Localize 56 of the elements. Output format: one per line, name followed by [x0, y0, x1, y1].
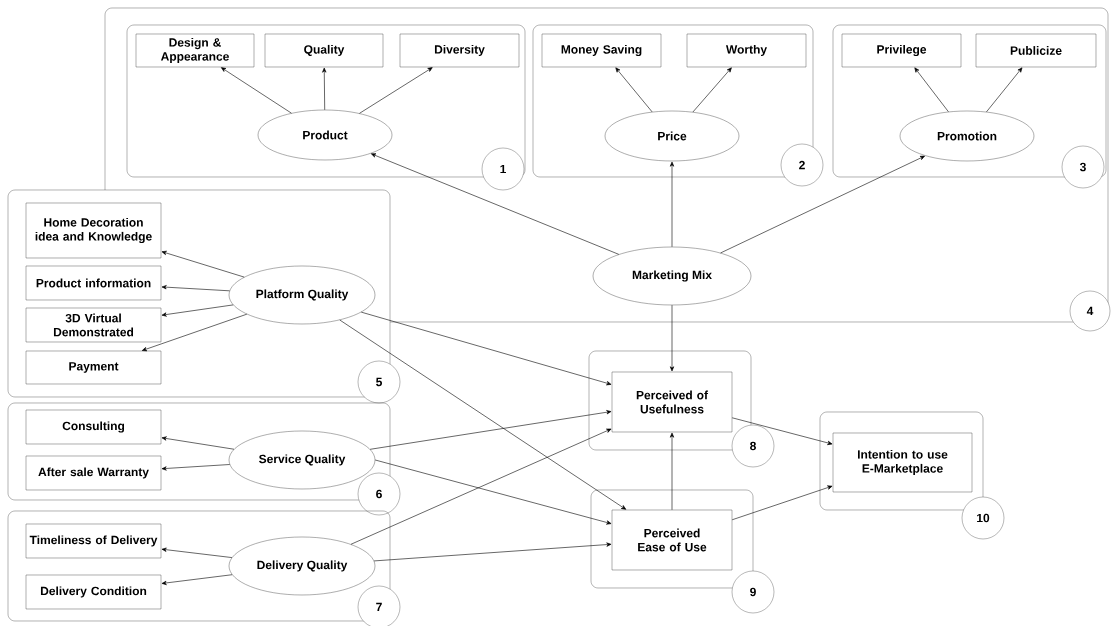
- arrow: [161, 547, 233, 558]
- group-frame: [588, 350, 752, 451]
- item-box: Product information: [25, 265, 162, 301]
- item-box: Privilege: [841, 33, 962, 68]
- item-box: Perceived Ease of Use: [611, 509, 733, 571]
- arrow: [731, 417, 833, 445]
- group-frame: [532, 24, 814, 178]
- item-box: Perceived of Usefulness: [611, 371, 733, 433]
- group-frame: [126, 24, 526, 178]
- arrow: [669, 304, 675, 372]
- arrow: [369, 410, 612, 450]
- arrow: [373, 542, 612, 562]
- arrow: [141, 313, 248, 352]
- arrow: [161, 464, 230, 471]
- item-box: Money Saving: [541, 33, 662, 68]
- item-box: Payment: [25, 350, 162, 385]
- arrow: [161, 436, 235, 450]
- group-frame: [7, 510, 391, 622]
- arrow: [350, 428, 612, 545]
- arrow: [322, 67, 327, 111]
- group-frame: [590, 489, 754, 589]
- arrow: [360, 311, 612, 386]
- item-box: Intention to use E-Marketplace: [832, 432, 973, 493]
- group-frame: [819, 411, 984, 511]
- arrow: [161, 285, 230, 292]
- group-frame: [832, 24, 1107, 178]
- item-box: Quality: [264, 33, 384, 68]
- arrow: [669, 161, 675, 248]
- arrow: [615, 67, 653, 113]
- arrow: [161, 250, 245, 278]
- arrow: [374, 459, 612, 525]
- item-box: Home Decoration idea and Knowledge: [25, 202, 162, 259]
- arrow: [731, 485, 833, 521]
- arrow: [914, 67, 949, 113]
- arrow: [359, 67, 433, 114]
- item-box: Delivery Condition: [25, 574, 162, 610]
- item-box: Worthy: [686, 33, 807, 68]
- item-box: Consulting: [25, 409, 162, 445]
- arrow: [692, 67, 732, 113]
- arrow: [986, 67, 1023, 113]
- arrow: [161, 304, 234, 317]
- arrow: [669, 432, 675, 511]
- arrow: [339, 319, 627, 510]
- node-label: 4: [1086, 306, 1094, 316]
- item-box: Timeliness of Delivery: [25, 523, 162, 559]
- item-box: Design & Appearance: [135, 33, 255, 68]
- arrow: [371, 153, 620, 255]
- item-box: After sale Warranty: [25, 455, 162, 491]
- arrow: [161, 574, 233, 585]
- item-box: 3D Virtual Demonstrated: [25, 307, 162, 343]
- arrow: [720, 155, 925, 254]
- arrow: [221, 67, 292, 114]
- item-box: Publicize: [975, 33, 1097, 68]
- item-box: Diversity: [399, 33, 520, 68]
- group-frame: [7, 402, 391, 501]
- node-label: 7: [376, 602, 382, 612]
